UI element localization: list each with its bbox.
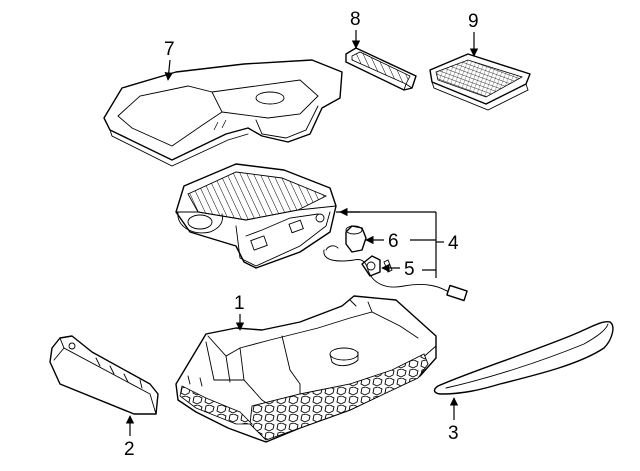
callout-9: 9: [468, 11, 479, 32]
callout-3: 3: [448, 423, 459, 444]
callout-8: 8: [350, 9, 361, 30]
callout-5: 5: [404, 259, 415, 280]
part-8-trim-strip: [345, 47, 417, 91]
part-1-console-base: [175, 295, 437, 443]
callout-2: 2: [124, 439, 135, 460]
callout-7: 7: [164, 39, 175, 60]
part-5-switch-harness: [323, 245, 468, 302]
part-9-mat: [429, 53, 531, 111]
part-2-end-cap: [49, 335, 159, 415]
part-3-side-trim: [433, 321, 614, 395]
leader-lines: [125, 30, 479, 436]
part-7-lid-panel: [103, 59, 343, 167]
callout-1: 1: [234, 293, 245, 314]
bracket-4: [336, 211, 437, 278]
part-6-insert: [345, 225, 367, 253]
part-4-armrest-assembly: [175, 163, 337, 269]
callout-4: 4: [448, 233, 459, 254]
callouts: 7 8 9 6 4 5 1 2 3: [124, 9, 479, 460]
callout-6: 6: [388, 231, 399, 252]
leader-7: [164, 59, 173, 81]
